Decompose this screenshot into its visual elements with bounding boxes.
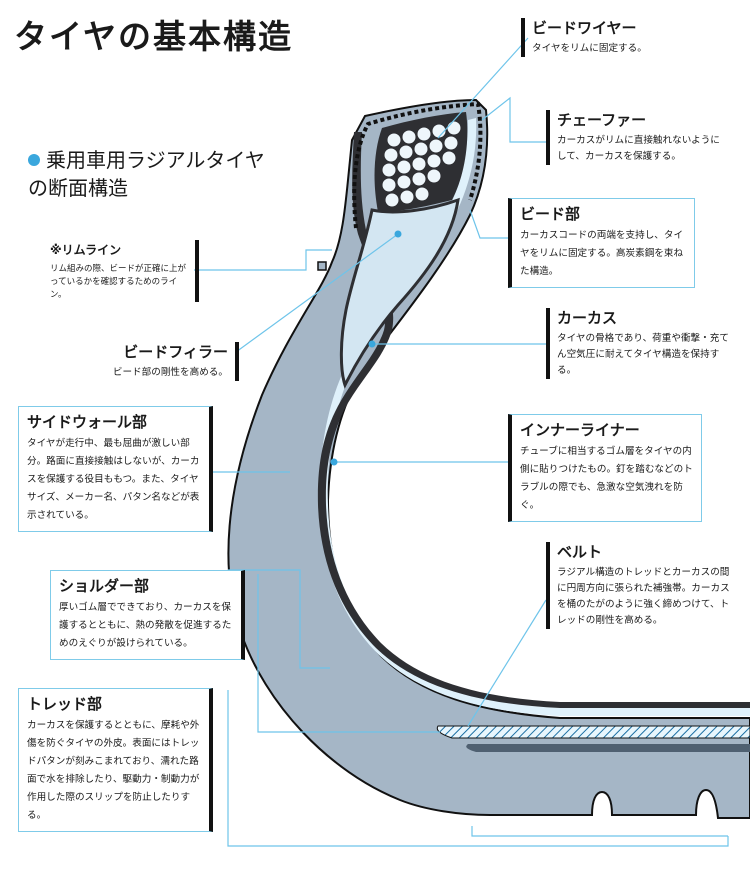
label-bead: ビード部 カーカスコードの両端を支持し、タイヤをリムに固定する。高炭素鋼を束ねた…	[508, 198, 695, 288]
label-description: チューブに相当するゴム層をタイヤの内側に貼りつけたもの。釘を踏むなどのトラブルの…	[520, 446, 693, 511]
bead-wire-strand	[381, 177, 397, 193]
label-title: ショルダー部	[59, 577, 150, 595]
label-title: トレッド部	[27, 695, 103, 713]
bead-wire-strand	[443, 135, 459, 151]
label-inner-liner: インナーライナー チューブに相当するゴム層をタイヤの内側に貼りつけたもの。釘を踏…	[508, 414, 702, 522]
label-belt: ベルト ラジアル構造のトレッドとカーカスの間に円周方向に張られた補強帯。カーカス…	[546, 542, 737, 629]
label-description: カーカスコードの両端を支持し、タイヤをリムに固定する。高炭素鋼を束ねた構造。	[520, 230, 684, 277]
bead-wire-strand	[446, 120, 462, 136]
bead-wire-strand	[399, 189, 415, 205]
label-description: ビード部の剛性を高める。	[112, 367, 228, 378]
label-chafer: チェーファー カーカスがリムに直接触れないようにして、カーカスを保護する。	[546, 110, 727, 165]
label-description: タイヤをリムに固定する。	[532, 43, 647, 54]
label-title: ビードワイヤー	[532, 19, 637, 37]
label-description: カーカスを保護するとともに、摩耗や外傷を防ぐタイヤの外皮。表面にはトレッドパタン…	[27, 720, 200, 821]
leader-dot-carcass	[368, 340, 376, 348]
label-description: タイヤが走行中、最も屈曲が激しい部分。路面に直接接触はしないが、カーカスを保護す…	[27, 438, 200, 521]
leader-rim-line	[194, 249, 332, 271]
leader-bead-filler	[235, 233, 399, 353]
leader-tread-2	[227, 690, 729, 847]
leader-shoulder	[228, 569, 330, 669]
bead-wire-strand	[398, 144, 414, 160]
bead-wire-strand	[411, 156, 427, 172]
bead-wire-strand	[414, 186, 430, 202]
label-title: チェーファー	[557, 111, 647, 129]
leader-dot-bead-filler	[394, 230, 402, 238]
label-sidewall: サイドウォール部 タイヤが走行中、最も屈曲が激しい部分。路面に直接接触はしないが…	[18, 406, 213, 532]
bead-wire-strand	[396, 174, 412, 190]
leader-belt	[467, 599, 547, 727]
label-carcass: カーカス タイヤの骨格であり、荷重や衝撃・充てん空気圧に耐えてタイヤ構造を保持す…	[546, 308, 729, 379]
page-title: タイヤの基本構造	[14, 17, 294, 56]
label-title: インナーライナー	[520, 421, 640, 439]
bead-wire-strand	[416, 126, 432, 142]
label-description: リム組みの際、ビードが正確に上がっているかを確認するためのライン。	[50, 264, 187, 300]
bead-wire-strand	[411, 171, 427, 187]
bead-wire-strand	[428, 138, 444, 154]
leader-dot-inner-liner	[330, 458, 338, 466]
label-title: ※リムライン	[50, 243, 122, 257]
label-description: ラジアル構造のトレッドとカーカスの間に円周方向に張られた補強帯。カーカスを桶のた…	[557, 567, 730, 626]
rim-line-mark	[317, 261, 327, 271]
subtitle-line-2: の断面構造	[28, 176, 128, 200]
label-bead-filler: ビードフィラー ビード部の剛性を高める。	[82, 342, 239, 381]
bead-wire-strand	[413, 141, 429, 157]
bead-wire-strand	[384, 192, 400, 208]
bead-wire-bundle	[374, 112, 468, 212]
label-rim-line: ※リムライン リム組みの際、ビードが正確に上がっているかを確認するためのライン。	[50, 240, 199, 302]
bead-wire-strand	[426, 168, 442, 184]
chafer-line	[352, 101, 483, 229]
label-description: 厚いゴム層でできており、カーカスを保護するとともに、熱の発散を促進するためのえぐ…	[59, 602, 232, 649]
bead-wire-strand	[441, 150, 457, 166]
belt-layer-2	[466, 744, 750, 752]
bead-wire-strand	[401, 129, 417, 145]
bullet-dot-icon	[28, 154, 40, 166]
bead-wire-strand	[431, 123, 447, 139]
leader-bead-wire	[437, 37, 529, 139]
label-title: ビードフィラー	[123, 343, 228, 361]
carcass-band	[317, 132, 750, 708]
bead-wire-strand	[383, 147, 399, 163]
label-title: サイドウォール部	[27, 413, 148, 431]
belt-layer-1	[436, 725, 750, 739]
label-shoulder: ショルダー部 厚いゴム層でできており、カーカスを保護するとともに、熱の発散を促進…	[50, 570, 245, 660]
label-bead-wire: ビードワイヤー タイヤをリムに固定する。	[521, 18, 692, 57]
bead-wire-strand	[386, 132, 402, 148]
bead-wire-strand	[396, 159, 412, 175]
diagram-subtitle: 乗用車用ラジアルタイヤ の断面構造	[28, 146, 265, 202]
label-description: タイヤの骨格であり、荷重や衝撃・充てん空気圧に耐えてタイヤ構造を保持する。	[557, 333, 729, 376]
leader-bead	[469, 209, 510, 239]
label-description: カーカスがリムに直接触れないようにして、カーカスを保護する。	[557, 135, 720, 162]
leader-tread-3	[471, 826, 728, 837]
label-tread: トレッド部 カーカスを保護するとともに、摩耗や外傷を防ぐタイヤの外皮。表面にはト…	[18, 688, 213, 832]
subtitle-line-1: 乗用車用ラジアルタイヤ	[46, 148, 265, 172]
bead-wire-strand	[426, 153, 442, 169]
bead-wire-strand	[381, 162, 397, 178]
leader-tread-1	[257, 574, 440, 733]
label-title: ベルト	[557, 543, 603, 561]
leader-chafer	[481, 96, 546, 143]
bead-filler	[339, 197, 460, 389]
label-title: カーカス	[557, 309, 618, 327]
label-title: ビード部	[520, 205, 581, 223]
